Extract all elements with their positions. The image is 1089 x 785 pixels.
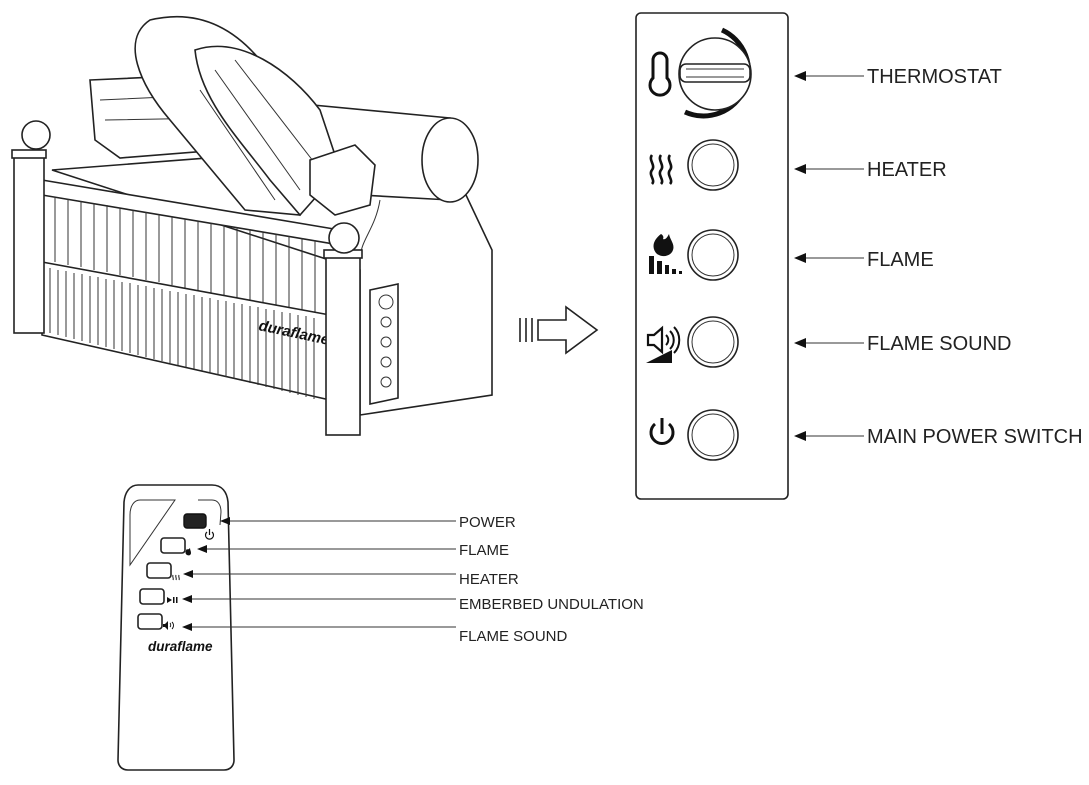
remote-callouts: POWER FLAME HEATER EMBERBED UNDULATION F…: [182, 514, 644, 645]
label-remote-power: POWER: [459, 514, 516, 531]
thermostat-knob[interactable]: [678, 27, 752, 119]
main-power-switch-button[interactable]: [687, 409, 739, 461]
control-panel-callouts: THERMOSTAT HEATER FLAME FLAME SOUND MAIN…: [794, 66, 1083, 448]
label-thermostat: THERMOSTAT: [867, 66, 1002, 88]
label-flame-sound: FLAME SOUND: [867, 333, 1011, 355]
label-main-power-switch: MAIN POWER SWITCH: [867, 426, 1083, 448]
zoom-arrow-icon: [519, 305, 599, 355]
heat-waves-icon: [649, 154, 673, 185]
speaker-volume-icon: [646, 325, 681, 363]
flame-button[interactable]: [687, 229, 739, 281]
fireplace-illustration: duraflame: [11, 15, 493, 436]
remote-heat-waves-icon: [172, 574, 180, 581]
remote-control: duraflame: [117, 484, 235, 771]
label-remote-flame-sound: FLAME SOUND: [459, 628, 568, 645]
remote-flame-button[interactable]: [160, 537, 186, 554]
remote-speaker-icon: [163, 621, 174, 630]
flame-sound-button[interactable]: [687, 316, 739, 368]
power-icon: [649, 418, 675, 445]
thermometer-icon: [648, 51, 672, 97]
control-panel: [635, 12, 789, 500]
remote-power-icon: [204, 529, 215, 540]
remote-heater-button[interactable]: [146, 562, 172, 579]
heater-button[interactable]: [687, 139, 739, 191]
remote-power-button[interactable]: [183, 513, 207, 529]
play-pause-icon: [167, 597, 178, 603]
label-remote-emberbed: EMBERBED UNDULATION: [459, 596, 644, 613]
label-remote-flame: FLAME: [459, 542, 509, 559]
label-heater: HEATER: [867, 159, 947, 181]
flame-level-icon: [649, 234, 682, 274]
label-flame: FLAME: [867, 249, 934, 271]
remote-emberbed-button[interactable]: [139, 588, 165, 605]
label-remote-heater: HEATER: [459, 571, 519, 588]
remote-brand-logo: duraflame: [148, 639, 213, 654]
remote-flame-sound-button[interactable]: [137, 613, 163, 630]
remote-flame-icon: [185, 548, 191, 556]
